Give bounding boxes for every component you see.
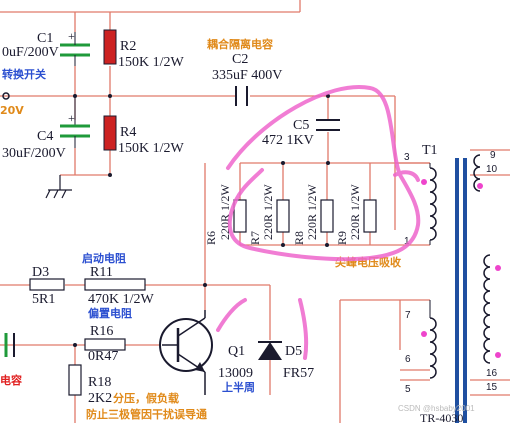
coupling-cap-label: 耦合隔离电容 bbox=[207, 37, 273, 51]
r8-value: 220R 1/2W bbox=[305, 184, 319, 240]
t1-label: T1 bbox=[422, 143, 438, 158]
left-cap-label: 电容 bbox=[0, 373, 22, 387]
r16-value: 0R47 bbox=[88, 349, 118, 364]
pin-5: 5 bbox=[405, 384, 411, 395]
capacitor-c4: + bbox=[60, 96, 90, 148]
divider-label: 分压，假负载 bbox=[113, 391, 179, 405]
r18-label: R18 bbox=[88, 375, 111, 390]
left-terminal bbox=[2, 92, 10, 100]
pin-7: 7 bbox=[405, 310, 411, 321]
upper-half-label: 上半周 bbox=[222, 380, 255, 394]
pin-9: 9 bbox=[490, 150, 496, 161]
c1-value: 0uF/200V bbox=[2, 45, 59, 60]
left-voltage: 20V bbox=[0, 104, 24, 117]
r9-value: 220R 1/2W bbox=[348, 184, 362, 240]
transistor-q1 bbox=[159, 310, 213, 395]
watermark: CSDN @hsbaby2001 bbox=[398, 404, 475, 413]
capacitor-c5 bbox=[316, 119, 340, 131]
r16-label: R16 bbox=[90, 324, 113, 339]
capacitor-c2 bbox=[235, 86, 248, 106]
pin-16: 16 bbox=[486, 368, 498, 379]
r4-value: 150K 1/2W bbox=[118, 141, 185, 156]
resistor-r4 bbox=[103, 115, 117, 151]
r9-label: R9 bbox=[335, 231, 349, 245]
diode-d5 bbox=[258, 341, 282, 360]
resistor-r16 bbox=[84, 338, 126, 351]
r6-label: R6 bbox=[204, 231, 218, 245]
d3-value: 5R1 bbox=[32, 292, 55, 307]
resistor-r2 bbox=[103, 29, 117, 65]
c4-value: 30uF/200V bbox=[2, 146, 66, 161]
d3-label: D3 bbox=[32, 265, 49, 280]
d5-value: FR57 bbox=[283, 366, 314, 381]
c5-value: 472 1KV bbox=[262, 133, 314, 148]
bias-res-label: 偏置电阻 bbox=[88, 306, 132, 320]
capacitor-left bbox=[4, 333, 15, 357]
c4-label: C4 bbox=[37, 129, 53, 144]
d5-label: D5 bbox=[285, 344, 302, 359]
r2-value: 150K 1/2W bbox=[118, 55, 185, 70]
capacitor-c1: + bbox=[60, 29, 90, 66]
r8-label: R8 bbox=[292, 231, 306, 245]
c5-label: C5 bbox=[293, 118, 309, 133]
c2-label: C2 bbox=[232, 52, 248, 67]
svg-text:+: + bbox=[68, 29, 75, 43]
transformer-model: TR-4030 bbox=[420, 411, 463, 423]
switch-label: 转换开关 bbox=[2, 67, 46, 81]
pin-6: 6 bbox=[405, 354, 411, 365]
t1-pin3: 3 bbox=[404, 152, 410, 163]
r11-label: R11 bbox=[90, 265, 113, 280]
resistor-array bbox=[233, 199, 377, 233]
resistor-r11 bbox=[84, 278, 146, 291]
c2-value: 335uF 400V bbox=[212, 68, 282, 83]
t1-pin1: 1 bbox=[404, 236, 410, 247]
component-d3 bbox=[29, 278, 65, 291]
resistor-r18 bbox=[68, 364, 82, 396]
q1-label: Q1 bbox=[228, 344, 245, 359]
r11-value: 470K 1/2W bbox=[88, 292, 155, 307]
r7-label: R7 bbox=[248, 231, 262, 245]
start-res-label: 启动电阻 bbox=[82, 251, 126, 265]
pink-annotation bbox=[216, 85, 421, 360]
r7-value: 220R 1/2W bbox=[261, 184, 275, 240]
transformer-t1 bbox=[421, 154, 501, 423]
c1-label: C1 bbox=[37, 31, 53, 46]
pin-10: 10 bbox=[486, 164, 498, 175]
ground-symbol bbox=[45, 175, 72, 199]
anti-interference-label: 防止三极管因干扰误导通 bbox=[86, 407, 207, 421]
q1-value: 13009 bbox=[218, 366, 253, 381]
r18-value: 2K2 bbox=[88, 391, 112, 406]
pin-15: 15 bbox=[486, 382, 498, 393]
r2-label: R2 bbox=[120, 39, 136, 54]
svg-text:+: + bbox=[68, 111, 75, 125]
r4-label: R4 bbox=[120, 125, 136, 140]
